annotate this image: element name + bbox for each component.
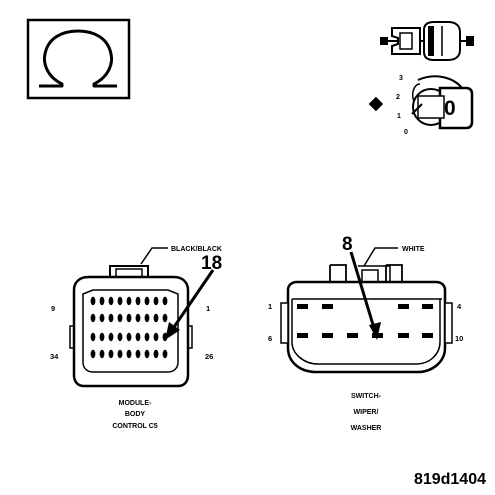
- figure-reference: 819d1404: [414, 471, 486, 488]
- switch-pin-label-bottom-left: 6: [268, 334, 272, 343]
- cavity-row-4: [90, 349, 168, 359]
- switch-pin-label-top-left: 1: [268, 302, 272, 311]
- ohm-symbol-box: [26, 18, 131, 100]
- switch-callout-pin: 8: [342, 234, 353, 255]
- module-pin-label-bottom-left: 34: [50, 352, 59, 361]
- ignition-pos-3: 3: [399, 75, 403, 82]
- switch-connector: [280, 247, 453, 374]
- switch-pin-label-bottom-right: 10: [455, 334, 463, 343]
- switch-pin-label-top-right: 4: [457, 302, 462, 311]
- cavity-row-2: [90, 313, 168, 323]
- ignition-pos-2: 2: [396, 94, 400, 101]
- svg-text:MODULE-: MODULE-: [119, 400, 152, 407]
- slot-row-1: [297, 304, 433, 309]
- module-pin-label-top-right: 1: [206, 304, 210, 313]
- svg-text:BODY: BODY: [125, 411, 146, 418]
- module-connector-name: MODULE- BODY CONTROL C5: [112, 400, 157, 430]
- ignition-pos-0: 0: [404, 129, 408, 136]
- cavity-row-1: [90, 296, 168, 306]
- module-callout-arrow: [170, 269, 215, 331]
- module-pin-label-bottom-right: 26: [205, 352, 213, 361]
- switch-connector-name: SWITCH- WIPER/ WASHER: [351, 393, 382, 432]
- module-pin-label-top-left: 9: [51, 304, 55, 313]
- switch-callout-arrow: [349, 251, 376, 329]
- switch-wire-color-label: WHITE: [402, 246, 425, 253]
- ohm-icon: [39, 29, 117, 88]
- module-connector: [69, 247, 215, 388]
- connector-plug-icon: [380, 21, 474, 61]
- svg-text:SWITCH-: SWITCH-: [351, 393, 382, 400]
- cavity-row-3: [90, 332, 168, 342]
- ignition-key-label: 0: [444, 97, 456, 120]
- module-wire-color-label: BLACK/BLACK: [171, 246, 222, 253]
- ignition-pos-1: 1: [397, 113, 401, 120]
- ignition-key-icon: [368, 75, 474, 130]
- svg-text:WIPER/: WIPER/: [354, 409, 379, 416]
- module-callout-pin: 18: [201, 253, 222, 274]
- svg-text:WASHER: WASHER: [351, 425, 382, 432]
- svg-text:CONTROL C5: CONTROL C5: [112, 423, 157, 430]
